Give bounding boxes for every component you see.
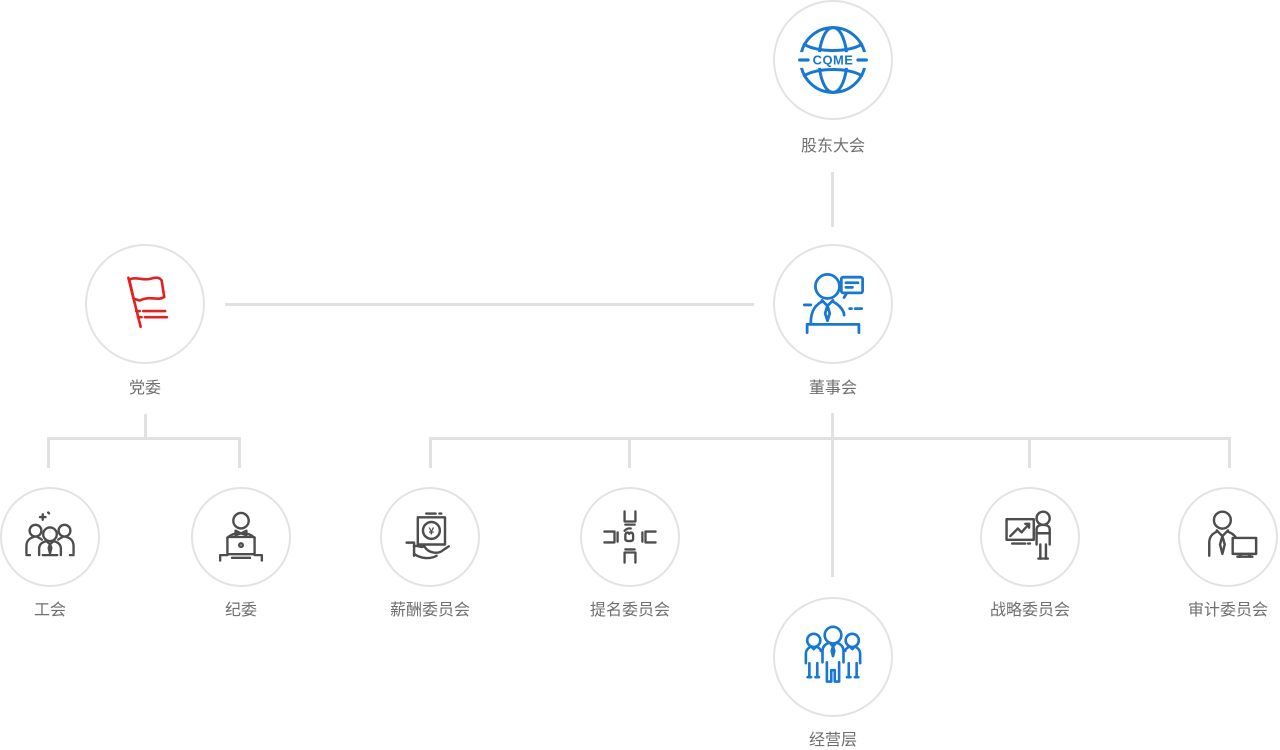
connector-drop-union: [47, 437, 50, 468]
node-nomination-committee-label: 提名委员会: [589, 602, 670, 619]
connector-shareholders-board: [831, 172, 834, 227]
auditor-monitor-icon: [1208, 510, 1258, 558]
group-people-icon: [25, 511, 75, 557]
node-labor-union-label: 工会: [33, 602, 66, 619]
node-shareholders-meeting: CQME: [773, 0, 893, 120]
connector-party-board: [225, 303, 754, 306]
cqme-logo-text: CQME: [813, 53, 854, 68]
currency-symbol-text: ¥: [429, 527, 435, 538]
node-party-committee-label: 党委: [128, 380, 161, 397]
node-strategy-committee: [980, 487, 1080, 587]
node-nomination-committee: [580, 487, 680, 587]
node-discipline-committee: [191, 487, 291, 587]
chart-presenter-icon: [1005, 510, 1051, 560]
person-desk-icon: [218, 511, 264, 562]
node-strategy-committee-label: 战略委员会: [989, 602, 1070, 619]
node-remuneration-committee: ¥: [380, 487, 480, 587]
salary-hand-icon: ¥: [405, 512, 450, 560]
connector-drop-audit: [1228, 437, 1231, 468]
connector-drop-discipline: [238, 437, 241, 468]
connector-drop-management: [831, 437, 834, 577]
connector-drop-remuneration: [429, 437, 432, 468]
node-management-level: [773, 597, 893, 717]
teamwork-hands-icon: [603, 510, 657, 564]
connector-board-branch: [429, 437, 1231, 440]
node-discipline-committee-label: 纪委: [224, 602, 257, 619]
connector-board-stub: [831, 413, 834, 440]
connector-drop-strategy: [1028, 437, 1031, 468]
team-standing-icon: [804, 625, 862, 683]
connector-party-branch: [47, 437, 241, 440]
node-management-level-label: 经营层: [808, 732, 857, 749]
flag-icon: [127, 276, 169, 329]
node-audit-committee-label: 审计委员会: [1187, 602, 1268, 619]
globe-cqme-icon: CQME: [796, 26, 870, 94]
node-remuneration-committee-label: 薪酬委员会: [389, 602, 470, 619]
node-board-of-directors: [773, 244, 893, 364]
connector-drop-nomination: [628, 437, 631, 468]
node-labor-union: [0, 487, 100, 587]
node-shareholders-meeting-label: 股东大会: [800, 138, 865, 155]
node-party-committee: [85, 244, 205, 364]
node-board-of-directors-label: 董事会: [808, 380, 857, 397]
connector-party-stub: [144, 414, 147, 440]
node-audit-committee: [1178, 487, 1278, 587]
director-speech-icon: [802, 273, 864, 335]
